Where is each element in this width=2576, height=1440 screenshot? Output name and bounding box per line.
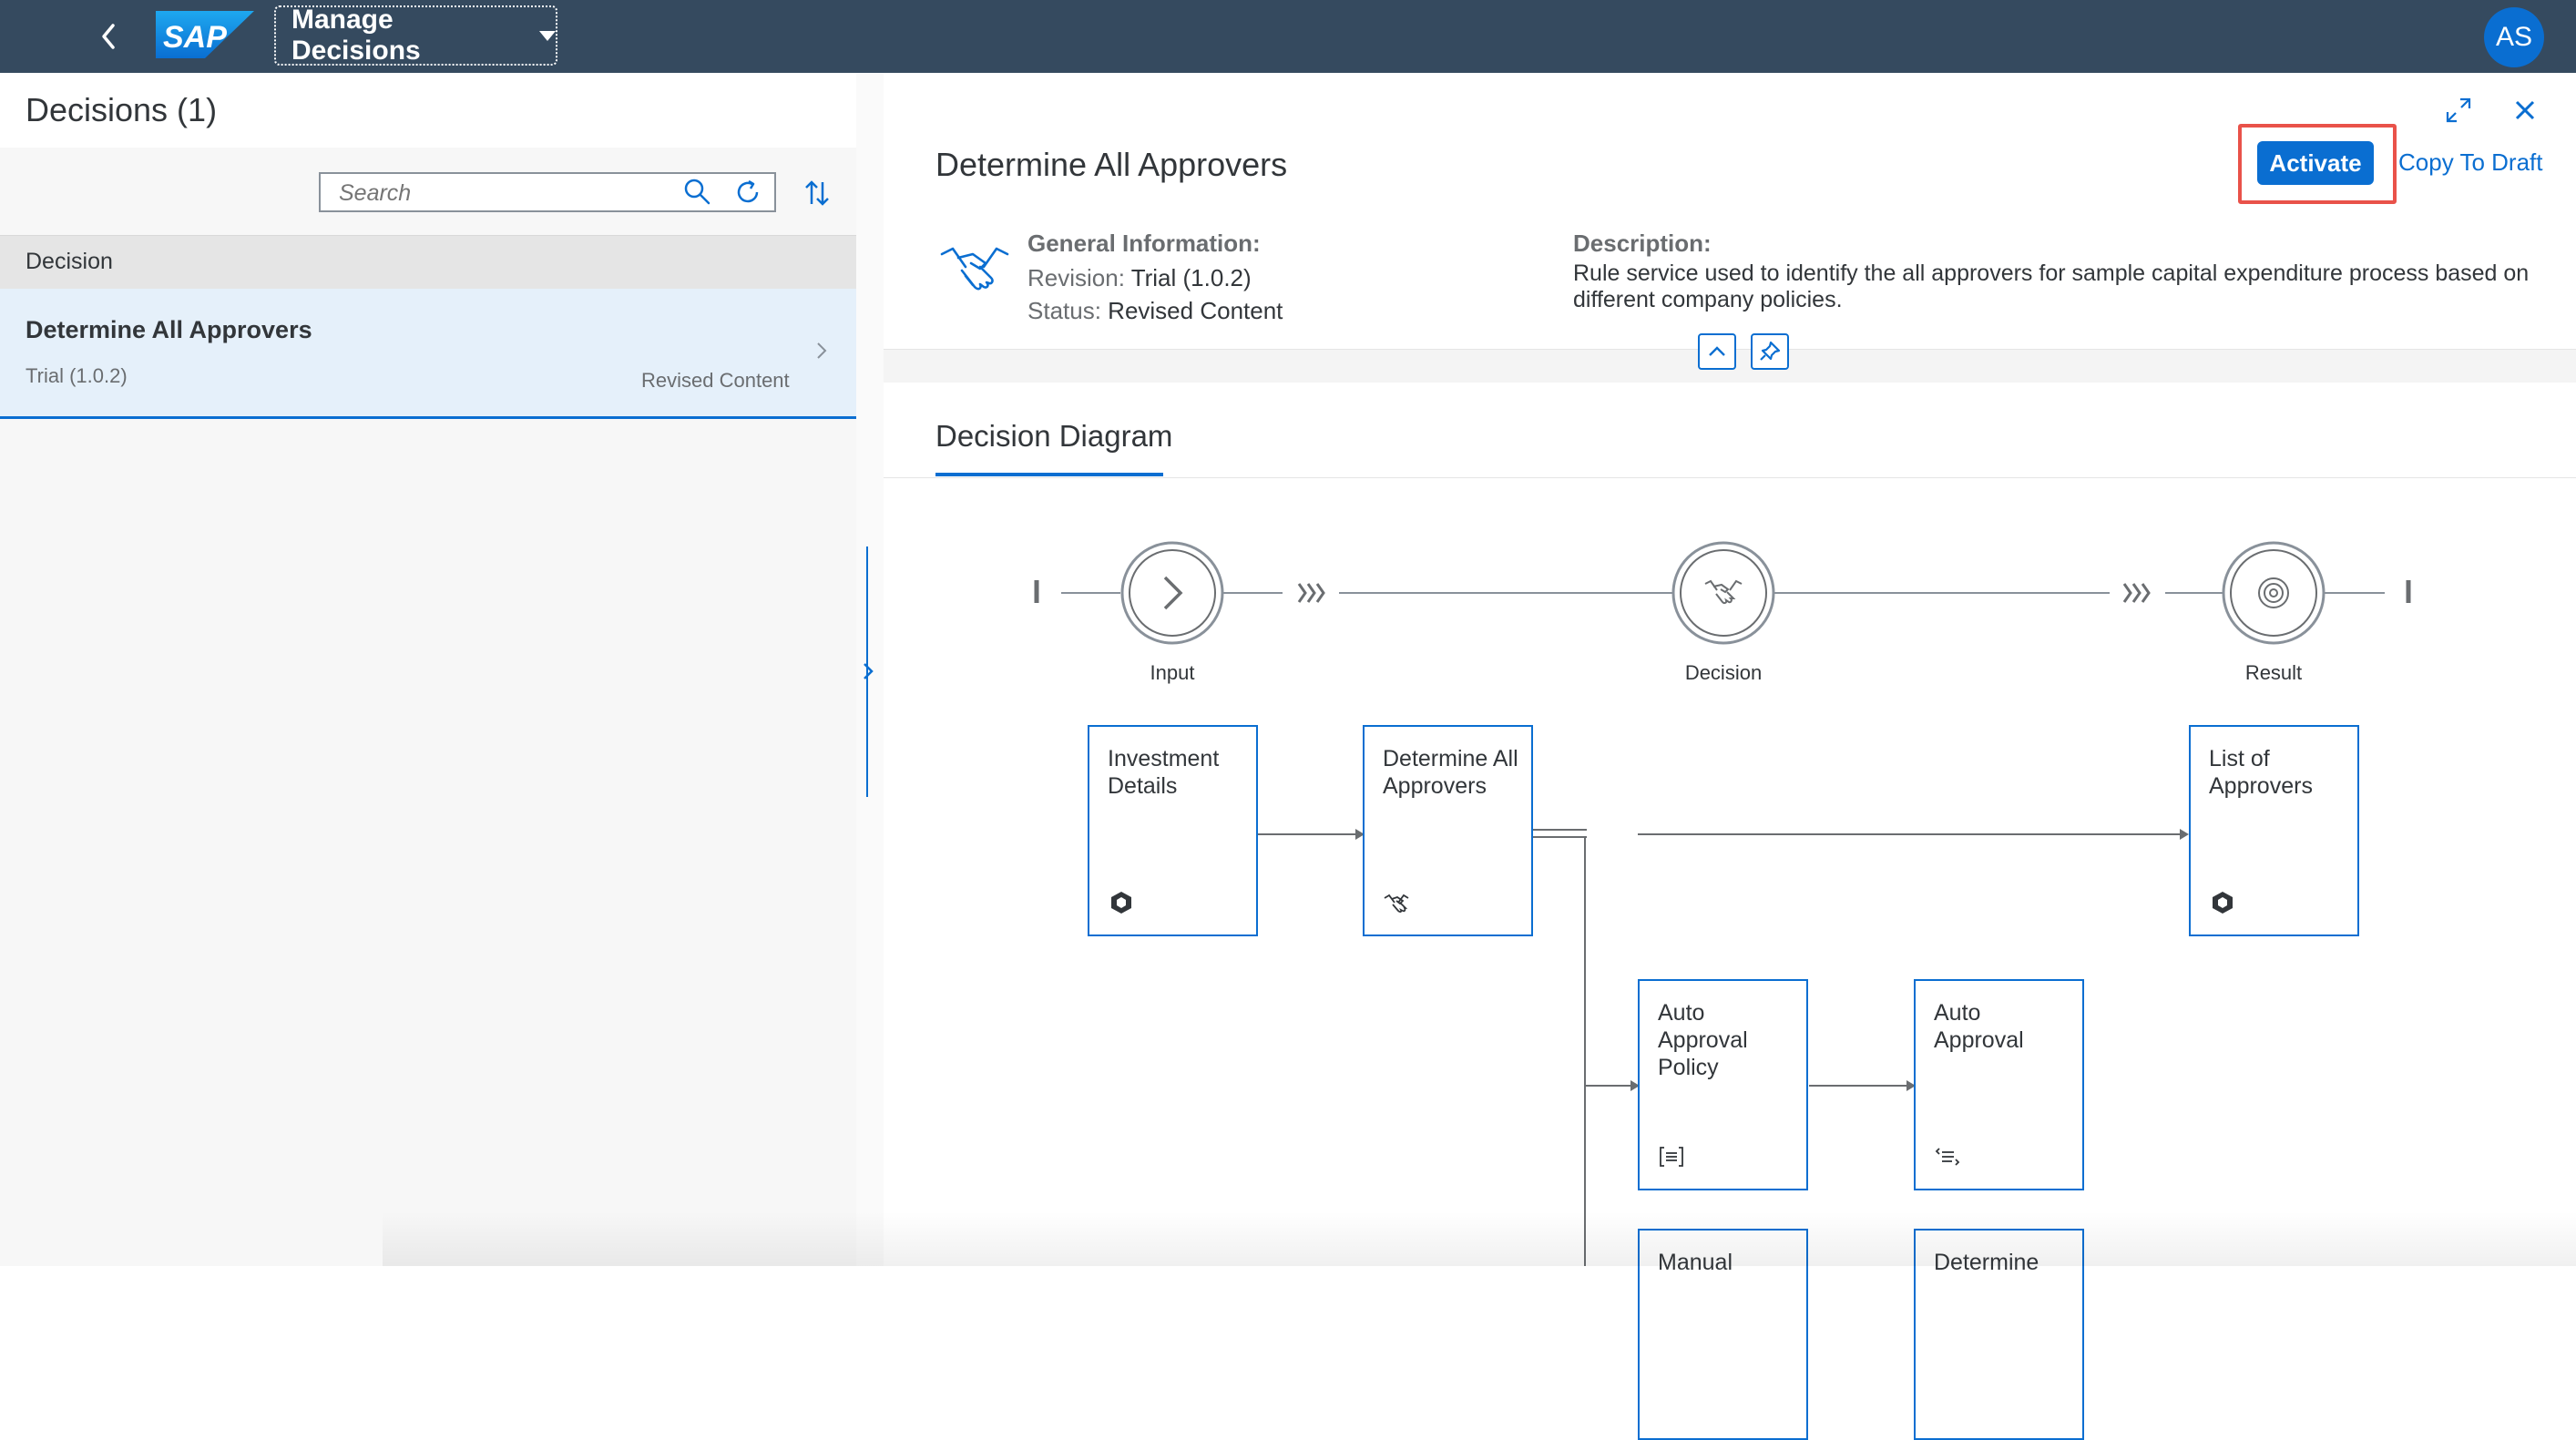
handshake-icon [938, 241, 1011, 301]
chevron-right-icon[interactable] [860, 660, 876, 682]
decision-stage-label: Decision [1684, 661, 1763, 684]
result-stage-label: Result [2244, 661, 2303, 684]
status-value: Revised Content [1108, 297, 1283, 324]
page-title: Determine All Approvers [935, 146, 1288, 183]
search-icon[interactable] [683, 178, 710, 205]
master-title: Decisions (1) [26, 91, 218, 128]
chevron-right-icon [1163, 576, 1183, 610]
description-text: Rule service used to identify the all ap… [1573, 260, 2530, 312]
pin-icon [1760, 341, 1781, 361]
box-title: Determine All Approvers [1383, 746, 1518, 799]
list-item[interactable] [0, 289, 856, 419]
input-stage-node [1120, 541, 1224, 645]
box-title: List of Approvers [2209, 746, 2313, 799]
column-header-label: Decision [26, 249, 113, 274]
diagram-box-auto-approval[interactable]: Auto Approval [1914, 979, 2084, 1190]
sap-logo[interactable]: SAP [156, 11, 254, 58]
description-label: Description: [1573, 230, 1712, 257]
tab-decision-diagram[interactable]: Decision Diagram [935, 419, 1173, 453]
decision-stage-node [1671, 541, 1775, 645]
chevrons-connector-2 [2122, 583, 2151, 603]
diagram-connectors [1034, 541, 2411, 1266]
back-button[interactable] [87, 18, 131, 55]
revision-value: Trial (1.0.2) [1130, 264, 1252, 291]
bottom-scroll-shadow [383, 1211, 2576, 1266]
back-arrow-icon [102, 24, 115, 49]
master-header [0, 73, 856, 148]
list-item-title: Determine All Approvers [26, 316, 312, 343]
collapse-header-button[interactable] [1698, 333, 1736, 370]
decision-table-icon [1935, 1148, 1960, 1166]
status-field: Status: Revised Content [1027, 297, 1283, 325]
list-item-status: Revised Content [641, 369, 790, 392]
diagram-box-auto-approval-policy[interactable]: Auto Approval Policy [1638, 979, 1808, 1190]
activate-button[interactable]: Activate [2257, 141, 2374, 185]
diagram-box-determine-all-approvers[interactable]: Determine All Approvers [1363, 725, 1533, 936]
data-object-icon [1111, 892, 1131, 914]
caret-down-icon [539, 30, 556, 41]
box-title: Auto Approval [1934, 1000, 2024, 1053]
fullscreen-icon[interactable] [2444, 96, 2473, 125]
revision-label: Revision: [1027, 264, 1125, 291]
close-icon[interactable] [2511, 97, 2539, 124]
tab-active-indicator [935, 473, 1163, 476]
handshake-icon [1704, 579, 1743, 605]
app-title-menu[interactable]: Manage Decisions [274, 5, 557, 66]
data-object-icon [2213, 892, 2233, 914]
status-label: Status: [1027, 297, 1101, 324]
box-title: Auto Approval Policy [1658, 1000, 1748, 1080]
result-stage-node [2222, 541, 2326, 645]
target-icon [2258, 577, 2289, 608]
user-avatar[interactable]: AS [2484, 7, 2544, 67]
ruleset-icon [1660, 1147, 1683, 1167]
pin-header-button[interactable] [1751, 333, 1789, 370]
search-input[interactable] [339, 181, 649, 205]
input-stage-label: Input [1150, 661, 1195, 684]
handshake-icon [1384, 894, 1409, 913]
shell-bar [0, 0, 2576, 73]
list-item-version: Trial (1.0.2) [26, 364, 128, 387]
refresh-icon[interactable] [733, 178, 762, 207]
chevron-up-icon [1709, 346, 1725, 356]
chevron-right-icon [813, 341, 830, 361]
box-title: Investment Details [1108, 746, 1220, 799]
column-header [0, 235, 856, 290]
sort-icon[interactable] [802, 178, 833, 209]
general-info-label: General Information: [1027, 230, 1261, 257]
diagram-box-list-of-approvers[interactable]: List of Approvers [2189, 725, 2359, 936]
chevrons-connector-1 [1297, 583, 1325, 603]
app-title: Manage Decisions [291, 5, 421, 66]
search-field[interactable] [319, 172, 776, 212]
revision-field: Revision: Trial (1.0.2) [1027, 264, 1252, 292]
collapse-master-handle[interactable] [866, 546, 875, 797]
tab-bar [884, 383, 2576, 478]
activate-highlight-frame [2238, 124, 2397, 204]
copy-to-draft-button[interactable]: Copy To Draft [2398, 148, 2543, 176]
svg-text:SAP: SAP [163, 20, 227, 55]
diagram-box-investment-details[interactable]: Investment Details [1088, 725, 1258, 936]
